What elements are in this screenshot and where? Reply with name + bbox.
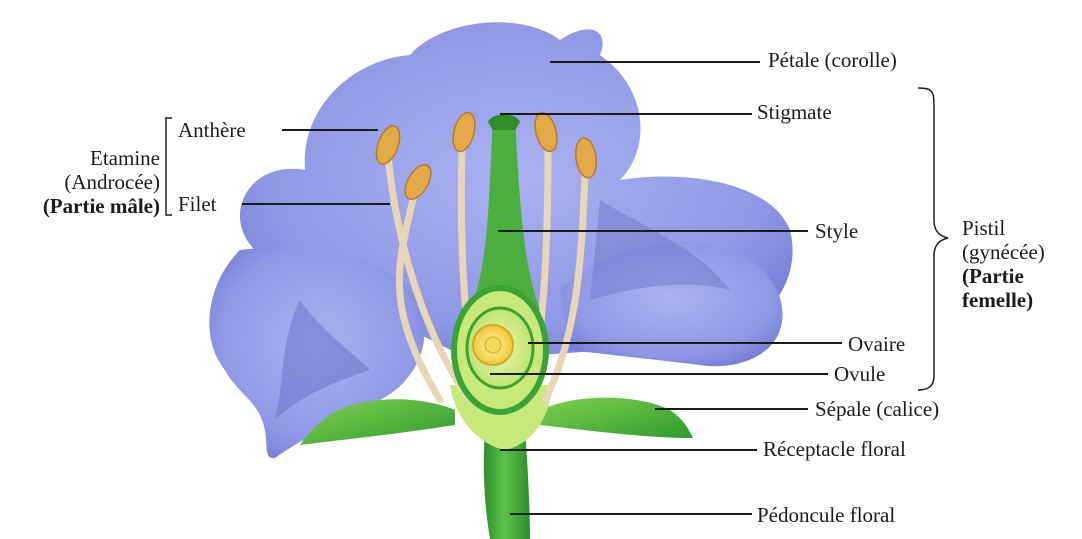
label-anthere: Anthère (178, 118, 246, 142)
label-style: Style (815, 219, 858, 243)
pistil-note-2: femelle) (962, 288, 1033, 312)
etamine-bracket (166, 118, 172, 215)
label-stigmate: Stigmate (757, 100, 832, 124)
label-filet: Filet (178, 192, 217, 216)
label-pedoncule: Pédoncule floral (757, 503, 895, 527)
label-receptacle: Réceptacle floral (763, 437, 906, 461)
label-ovaire: Ovaire (848, 332, 905, 356)
label-ovule: Ovule (834, 362, 885, 386)
ovule-core (485, 337, 501, 353)
label-sepale: Sépale (calice) (815, 397, 939, 421)
etamine-subtitle: (Androcée) (64, 170, 160, 194)
pistil-note-1: (Partie (962, 264, 1024, 288)
pistil-subtitle: (gynécée) (962, 240, 1045, 264)
label-petale: Pétale (corolle) (768, 48, 897, 72)
sepal-right (540, 398, 693, 438)
pistil-title: Pistil (962, 216, 1005, 240)
pistil-bracket (918, 88, 948, 390)
etamine-note: (Partie mâle) (43, 194, 160, 218)
etamine-title: Etamine (90, 146, 160, 170)
